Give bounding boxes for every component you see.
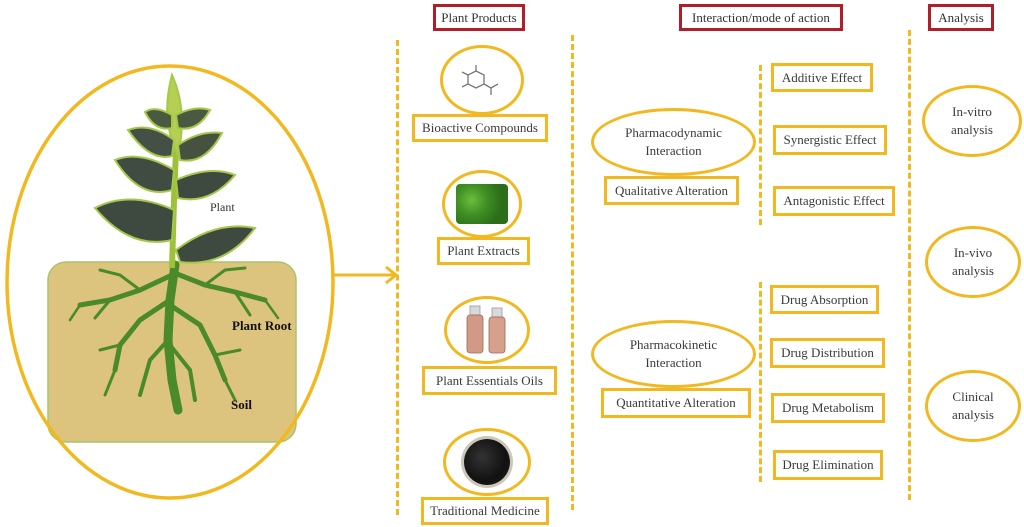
- soil-label: Soil: [231, 397, 252, 412]
- analysis-in-vivo-line1: In-vivo: [953, 245, 993, 260]
- arrow-right-icon: [333, 265, 399, 285]
- pharmacodynamic-title: Pharmacodynamic: [625, 125, 722, 140]
- plant-label: Plant: [210, 200, 235, 214]
- divider-interaction: [571, 35, 574, 510]
- process-elimination: Drug Elimination: [773, 450, 883, 480]
- analysis-in-vitro: In-vitro analysis: [922, 85, 1022, 157]
- pharmacodynamic-interaction: Pharmacodynamic Interaction: [591, 108, 756, 176]
- divider-analysis: [908, 30, 911, 500]
- process-absorption: Drug Absorption: [770, 285, 879, 314]
- effect-synergistic: Synergistic Effect: [773, 125, 887, 155]
- analysis-in-vivo: In-vivo analysis: [925, 226, 1021, 298]
- pharmacokinetic-title: Pharmacokinetic: [629, 337, 718, 352]
- header-interaction: Interaction/mode of action: [679, 4, 843, 31]
- divider-products: [396, 40, 399, 515]
- process-distribution: Drug Distribution: [770, 338, 885, 368]
- oil-bottles-icon: [466, 305, 506, 354]
- qualitative-alteration: Qualitative Alteration: [604, 176, 739, 205]
- leaves-icon: [93, 72, 257, 264]
- quantitative-alteration: Quantitative Alteration: [601, 388, 751, 418]
- analysis-in-vivo-line2: analysis: [952, 263, 994, 278]
- product-essential-oils: Plant Essentials Oils: [422, 366, 557, 395]
- plant-root-label: Plant Root: [232, 318, 292, 333]
- product-icon-traditional: [443, 428, 531, 496]
- effect-antagonistic: Antagonistic Effect: [773, 186, 895, 216]
- analysis-clinical-line2: analysis: [952, 407, 994, 422]
- herbal-powder-icon: [464, 439, 510, 485]
- plant-illustration: [5, 64, 399, 500]
- effect-additive: Additive Effect: [771, 63, 873, 92]
- divider-pd-effects: [759, 65, 762, 225]
- product-bioactive-compounds: Bioactive Compounds: [412, 114, 548, 142]
- product-plant-extracts: Plant Extracts: [437, 237, 530, 265]
- leaves-icon: [456, 184, 508, 224]
- product-icon-extracts: [442, 170, 522, 238]
- molecule-icon: [461, 65, 499, 95]
- product-icon-oils: [444, 296, 530, 364]
- product-icon-bioactive: [440, 45, 524, 115]
- roots-icon: [68, 260, 280, 415]
- pharmacokinetic-interaction: Pharmacokinetic Interaction: [591, 320, 756, 388]
- analysis-clinical: Clinical analysis: [925, 370, 1021, 442]
- header-analysis: Analysis: [928, 4, 994, 31]
- product-traditional-medicine: Traditional Medicine: [421, 497, 549, 525]
- analysis-in-vitro-line2: analysis: [951, 122, 993, 137]
- pharmacokinetic-subtitle: Interaction: [645, 355, 702, 370]
- analysis-clinical-line1: Clinical: [952, 389, 994, 404]
- divider-pk-processes: [759, 282, 762, 482]
- header-plant-products: Plant Products: [433, 4, 525, 31]
- analysis-in-vitro-line1: In-vitro: [952, 104, 992, 119]
- plant-ellipse: [5, 64, 335, 500]
- process-metabolism: Drug Metabolism: [771, 393, 885, 423]
- pharmacodynamic-subtitle: Interaction: [645, 143, 702, 158]
